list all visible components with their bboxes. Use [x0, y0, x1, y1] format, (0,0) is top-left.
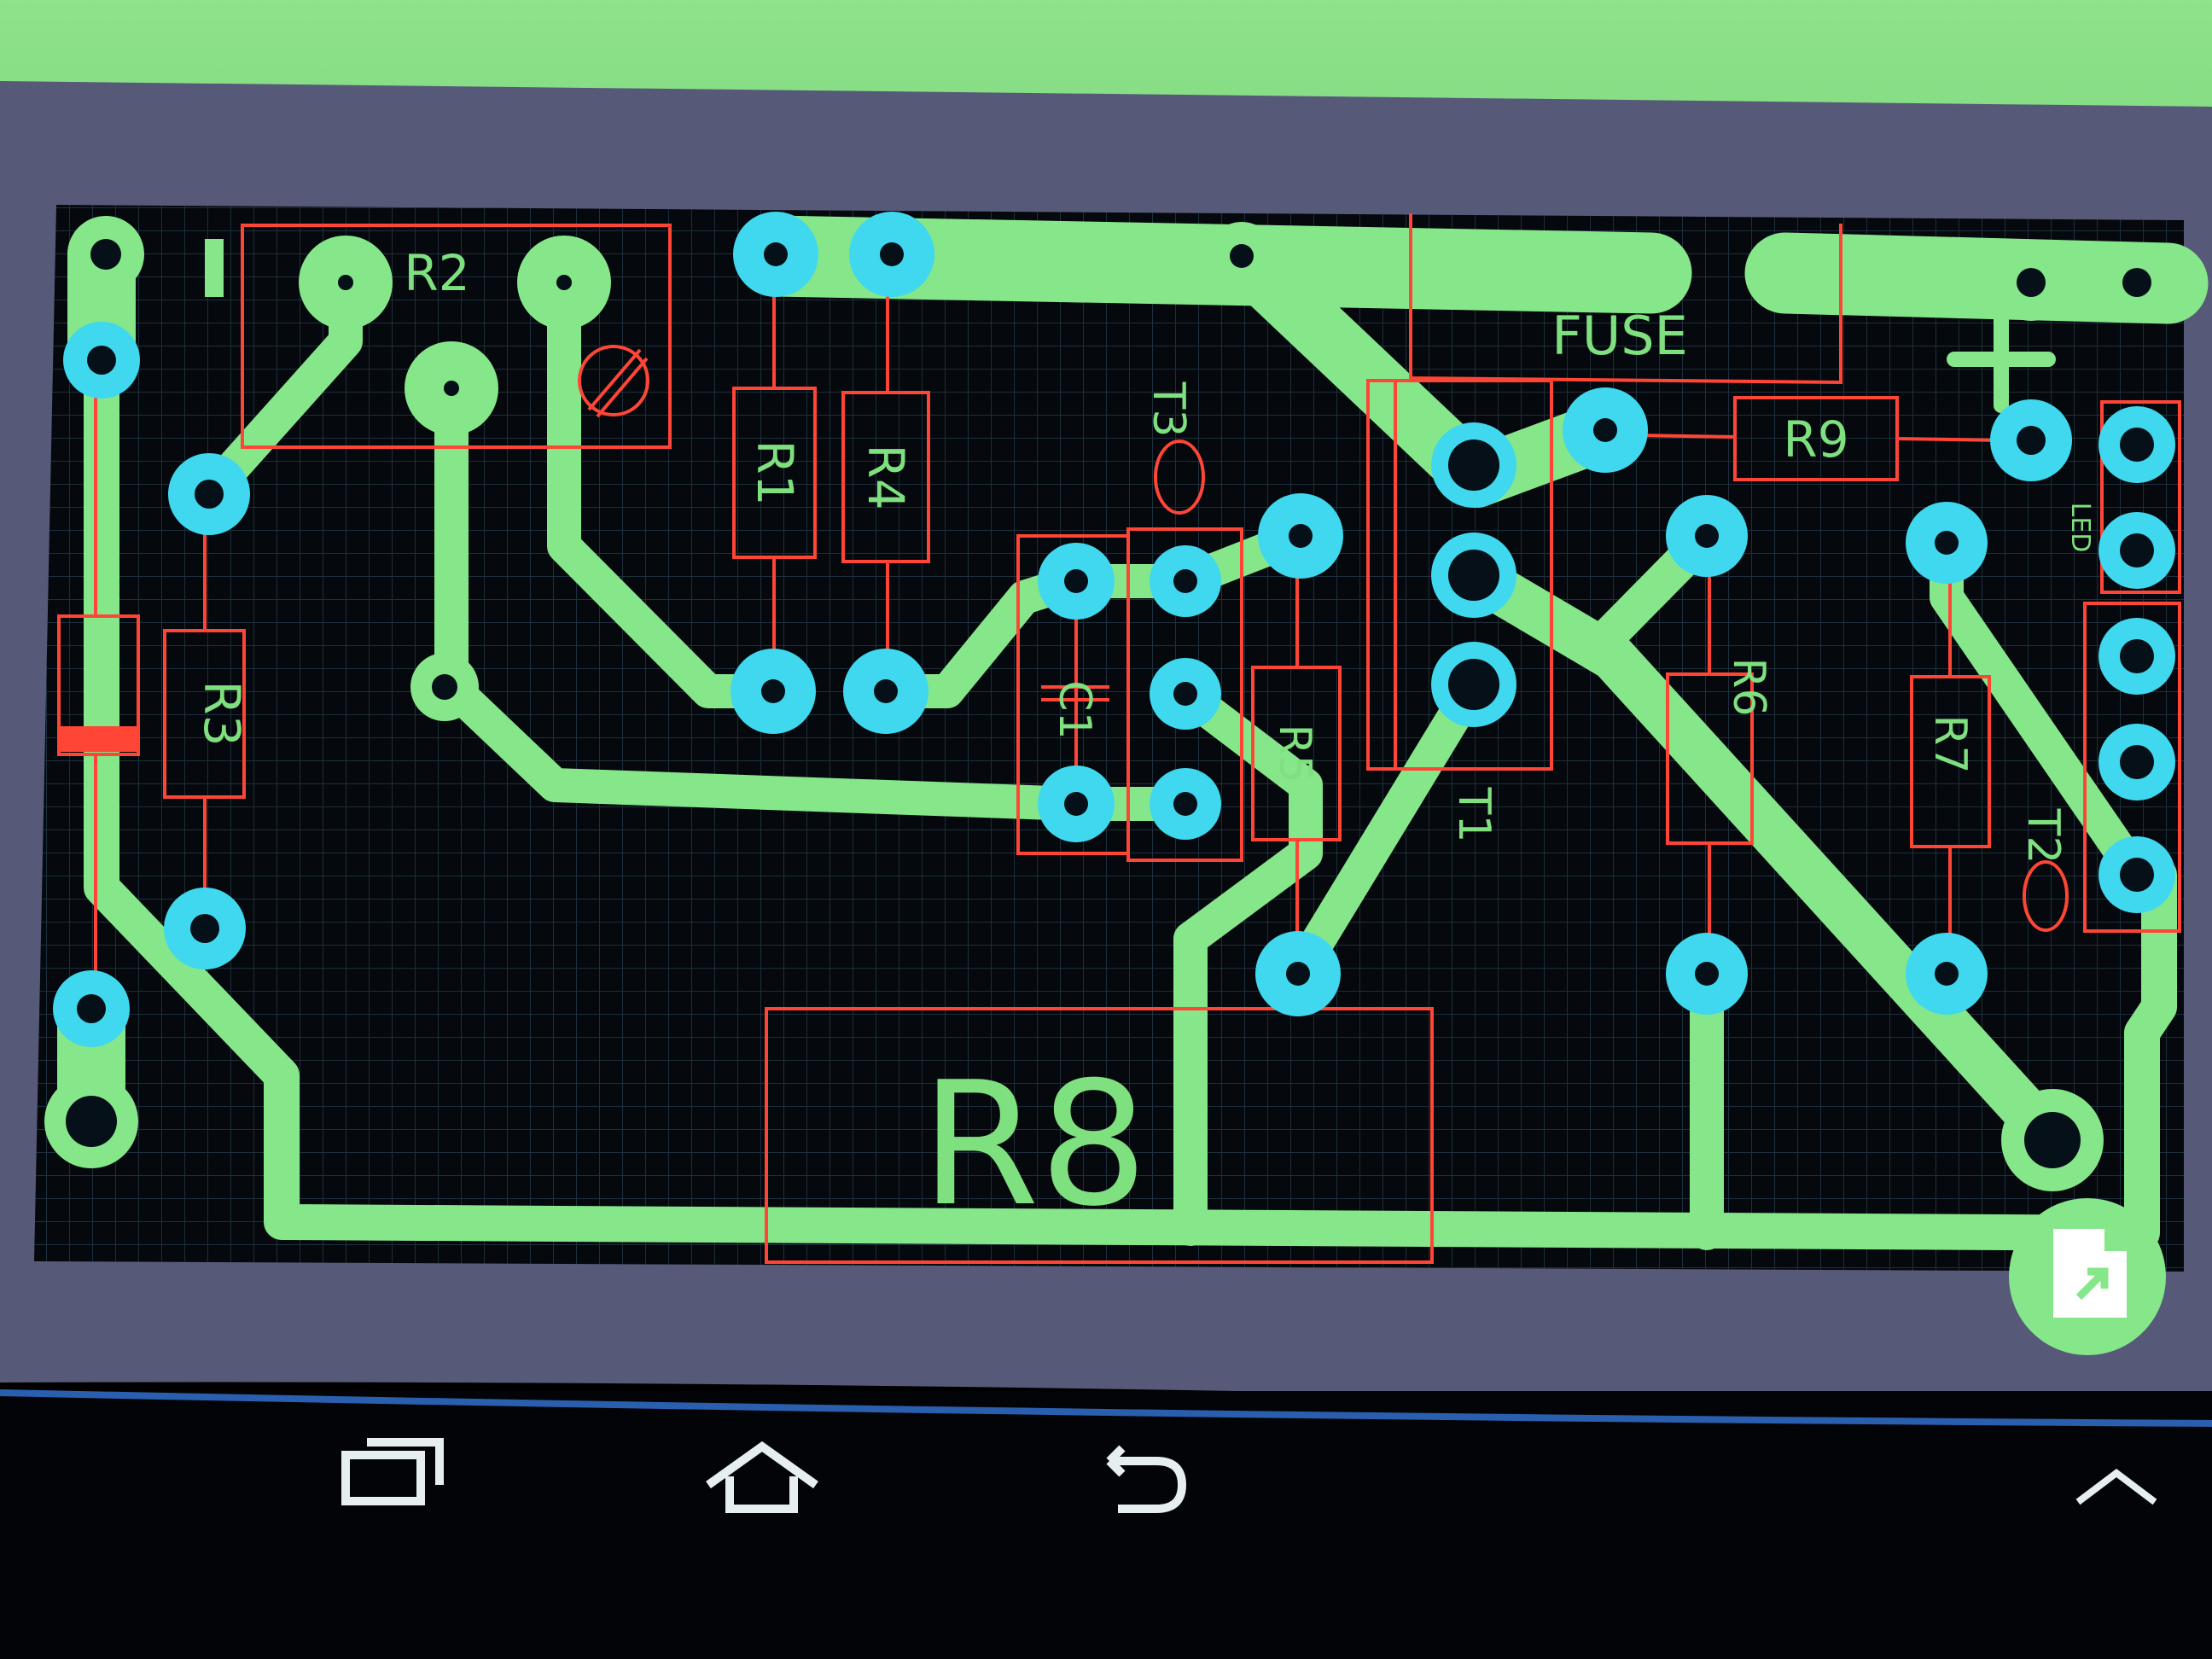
via-conn-bottom: [53, 970, 130, 1047]
silkscreen: [57, 213, 2181, 1264]
via-c1-1: [1038, 543, 1115, 620]
nav-bar: [0, 1391, 2212, 1659]
recent-apps-button[interactable]: [341, 1417, 452, 1528]
t2-symbol: [2023, 860, 2069, 932]
via-r4-top: [849, 212, 934, 297]
component-labels: R2 R3 R1 R4 T3 C1 R5 T1 FUSE R9 R6 R7 LE…: [193, 244, 2095, 1244]
fuse-outline: [1409, 213, 1842, 385]
via-led-1: [2098, 406, 2175, 483]
c1-symbol: [1041, 614, 1109, 768]
via-r7-bottom: [1906, 933, 1988, 1015]
back-button[interactable]: [1084, 1417, 1195, 1528]
pad-r2-3: [517, 236, 611, 329]
diode-band: [59, 726, 138, 752]
r2-pot-slot: [587, 348, 649, 418]
pad-top-right-2: [2098, 244, 2175, 321]
label-r1: R1: [746, 439, 804, 505]
via-t2-3: [2098, 836, 2175, 913]
via-r3-bottom: [164, 888, 246, 969]
label-t2: T2: [2017, 808, 2069, 864]
via-hdr-3: [1150, 768, 1221, 840]
r9-leads: [1633, 434, 2002, 442]
pad-t1-3: [1431, 642, 1516, 727]
pad-top-bus: [1208, 222, 1276, 290]
pad-top-right-1: [1993, 244, 2069, 321]
via-r2-wiper: [168, 453, 250, 535]
via-r6-bottom: [1666, 933, 1748, 1015]
file-export-icon: [2053, 1229, 2127, 1318]
minus-mark: [205, 239, 224, 297]
via-conn-top: [63, 322, 140, 399]
pad-conn-top: [67, 216, 144, 293]
trace-diagonal-long: [1450, 551, 2076, 1164]
home-button[interactable]: [706, 1417, 819, 1528]
nav-bar-edge: [0, 1389, 2212, 1427]
pad-t1-1: [1431, 422, 1516, 508]
t2-outline: [2083, 602, 2181, 933]
label-r4: R4: [857, 444, 915, 509]
label-c1: C1: [1049, 680, 1100, 739]
pad-r2-2: [405, 341, 498, 435]
label-r8: R8: [921, 1045, 1148, 1244]
pad-conn-bottom: [44, 1074, 138, 1168]
pads: [44, 212, 2175, 1191]
via-t2-2: [2098, 724, 2175, 800]
trace-bottom-branch-r8: [1168, 677, 1323, 1246]
plus-mark: [1947, 308, 2056, 413]
recent-apps-icon: [341, 1438, 444, 1505]
via-r5-top: [1258, 493, 1343, 579]
r8-outline: [765, 1007, 1434, 1264]
diode-outline: [57, 614, 140, 756]
via-hdr-2: [1150, 658, 1221, 730]
trace-left-vertical: [84, 342, 2177, 1251]
export-fab[interactable]: [2009, 1198, 2166, 1355]
via-c1-2: [1038, 765, 1115, 842]
label-r9: R9: [1783, 410, 1848, 469]
via-r7-top: [1906, 502, 1988, 584]
t1-outline: [1366, 379, 1553, 771]
back-icon: [1106, 1445, 1187, 1513]
label-r3: R3: [193, 680, 251, 746]
via-t2-1: [2098, 618, 2175, 695]
via-led-2: [2098, 512, 2175, 589]
label-r2: R2: [404, 244, 469, 302]
via-r4-bottom: [843, 649, 928, 734]
label-r7: R7: [1924, 714, 1976, 773]
home-icon: [706, 1441, 818, 1513]
via-r1-bottom: [731, 649, 816, 734]
expand-button[interactable]: [2065, 1434, 2168, 1519]
via-r6-top: [1666, 495, 1748, 577]
via-r9-left: [1563, 387, 1648, 473]
trace-t1-pad: [1281, 667, 1491, 991]
label-r6: R6: [1723, 657, 1774, 716]
pcb-board[interactable]: R2 R3 R1 R4 T3 C1 R5 T1 FUSE R9 R6 R7 LE…: [34, 205, 2209, 1272]
r2-pot-symbol: [578, 345, 649, 416]
label-fuse: FUSE: [1551, 305, 1688, 367]
r2-outline: [241, 224, 672, 449]
pad-t1-2: [1431, 533, 1516, 618]
pad-r2-1: [299, 236, 393, 329]
label-r5: R5: [1269, 724, 1320, 783]
via-r1-top: [733, 212, 818, 297]
label-led: LED: [2065, 503, 2095, 553]
label-t1: T1: [1448, 787, 1499, 843]
led-outline: [2100, 400, 2181, 594]
label-t3: T3: [1143, 381, 1194, 438]
pad-green-mid: [410, 653, 479, 721]
t3-outline: [1154, 439, 1205, 515]
via-hdr-1: [1150, 545, 1221, 617]
via-r9-right: [1990, 399, 2072, 481]
pad-big-bottom: [2001, 1089, 2104, 1191]
chevron-up-icon: [2075, 1468, 2157, 1505]
header-outline: [1126, 527, 1243, 862]
via-r5-bottom: [1255, 931, 1341, 1016]
